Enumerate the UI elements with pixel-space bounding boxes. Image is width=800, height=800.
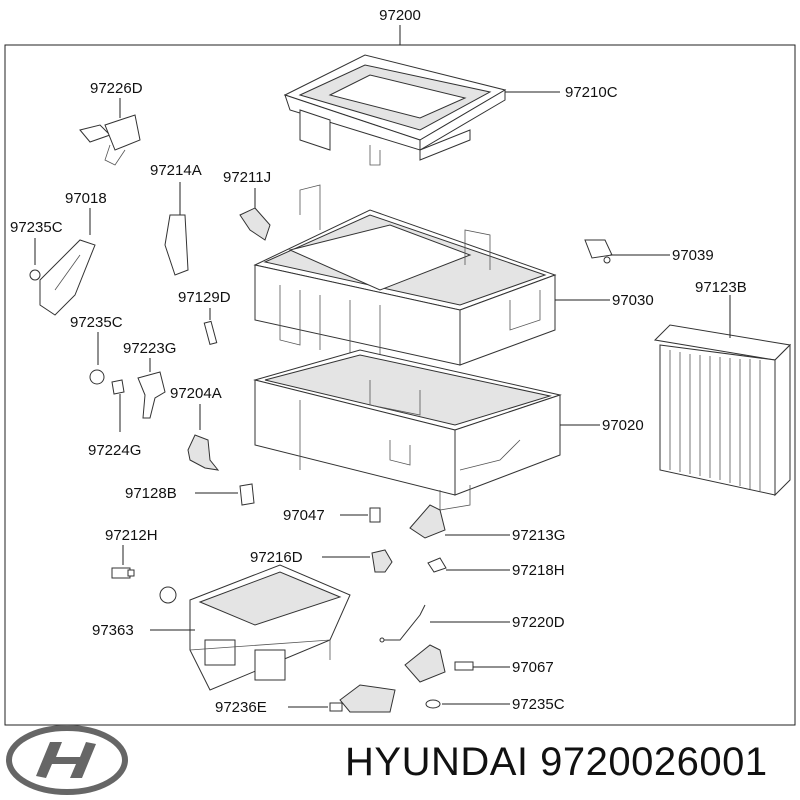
part-97214A <box>164 214 189 276</box>
brand-part-number: HYUNDAI 9720026001 <box>345 740 768 784</box>
label-97216D: 97216D <box>250 549 303 566</box>
label-97039: 97039 <box>672 247 714 264</box>
label-97030: 97030 <box>612 292 654 309</box>
label-97235C-bottom: 97235C <box>512 696 565 713</box>
label-97211J: 97211J <box>223 169 271 186</box>
label-97047: 97047 <box>283 507 325 524</box>
part-97213G <box>409 504 446 539</box>
label-97129D: 97129D <box>178 289 231 306</box>
part-97039 <box>584 239 613 264</box>
label-97212H: 97212H <box>105 527 158 544</box>
label-97067: 97067 <box>512 659 554 676</box>
label-97236E: 97236E <box>215 699 267 716</box>
label-97235C-mid: 97235C <box>70 314 123 331</box>
label-97218H: 97218H <box>512 562 565 579</box>
label-97235C-top: 97235C <box>10 219 63 236</box>
label-97223G: 97223G <box>123 340 176 357</box>
part-97129D <box>203 320 218 346</box>
label-97220D: 97220D <box>512 614 565 631</box>
label-97204A: 97204A <box>170 385 222 402</box>
label-97128B: 97128B <box>125 485 177 502</box>
part-97363 <box>159 564 351 691</box>
part-97204A <box>187 434 220 471</box>
part-97220D <box>379 604 426 643</box>
part-97067 <box>404 644 474 683</box>
part-97018 <box>29 239 96 316</box>
label-97226D: 97226D <box>90 80 143 97</box>
label-97018: 97018 <box>65 190 107 207</box>
label-97210C: 97210C <box>565 84 618 101</box>
part-97223G <box>137 371 166 419</box>
label-97020: 97020 <box>602 417 644 434</box>
label-97224G: 97224G <box>88 442 141 459</box>
hyundai-logo-icon <box>6 725 128 795</box>
label-97363: 97363 <box>92 622 134 639</box>
part-97123B <box>653 324 792 497</box>
label-97123B: 97123B <box>695 279 747 296</box>
part-97235C-bottom <box>425 699 441 709</box>
part-97212H <box>111 567 135 579</box>
part-97047 <box>369 507 381 523</box>
part-97020 <box>253 349 562 511</box>
part-97226D <box>79 114 141 166</box>
part-97236E <box>329 684 396 713</box>
part-97218H <box>427 557 447 573</box>
label-97214A: 97214A <box>150 162 202 179</box>
part-97211J <box>239 207 271 241</box>
part-97224G <box>111 379 125 395</box>
part-97210C <box>283 54 507 166</box>
assembly-label: 97200 <box>379 7 421 24</box>
part-97128B <box>239 483 255 506</box>
part-97235C-mid <box>89 369 105 385</box>
label-97213G: 97213G <box>512 527 565 544</box>
part-97030 <box>253 184 557 366</box>
part-97216D <box>371 549 393 573</box>
